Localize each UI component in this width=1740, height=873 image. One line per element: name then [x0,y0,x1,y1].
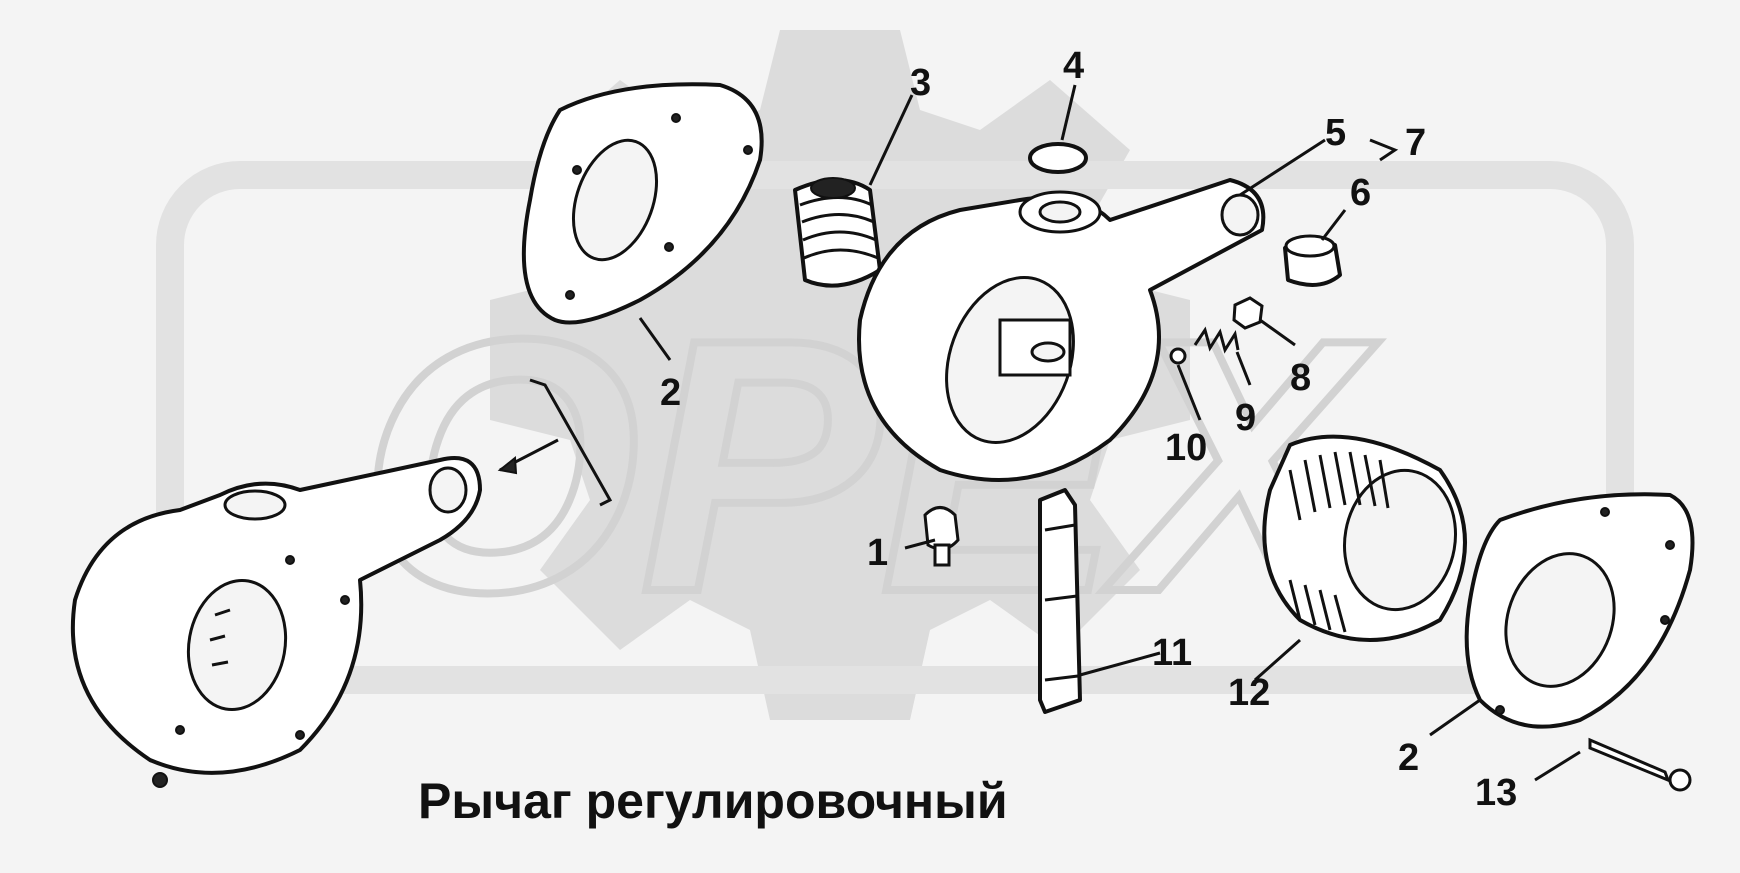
callout-2-bottom: 2 [1398,737,1419,779]
callout-5: 5 [1325,112,1346,154]
part-3-worm [793,177,882,288]
callout-2-top: 2 [660,372,681,414]
diagram-caption: Рычаг регулировочный [418,773,1008,829]
part-8-nut [1232,296,1264,330]
callout-13: 13 [1475,772,1517,814]
callout-7: 7 [1405,122,1426,164]
part-2-top-flange [521,82,764,325]
part-9-spring [1193,326,1240,354]
callout-8: 8 [1290,357,1311,399]
callout-12: 12 [1228,672,1270,714]
callout-1: 1 [867,532,888,574]
part-11-shaft [1038,488,1082,714]
part-4-cap [1028,142,1088,174]
callout-4: 4 [1063,45,1084,87]
part-12-gear [1262,434,1467,642]
callout-3: 3 [910,62,931,104]
part-10-ball [1169,347,1187,365]
leader-lines [638,84,1581,782]
callout-10: 10 [1165,427,1207,469]
part-6-bushing [1283,234,1342,287]
callout-9: 9 [1235,397,1256,439]
callout-11: 11 [1152,632,1192,674]
assembly-arrow [497,378,613,507]
part-1-grease-fitting [923,506,960,567]
part-2-right-flange [1464,492,1695,729]
callout-6: 6 [1350,172,1371,214]
watermark-frame [156,161,1634,694]
part-5-lever-housing [857,178,1266,482]
assembled-lever [70,456,482,788]
part-13-bolt [1588,737,1692,792]
callouts: 2 3 4 5 7 6 8 9 10 1 11 12 2 13 [660,45,1517,814]
